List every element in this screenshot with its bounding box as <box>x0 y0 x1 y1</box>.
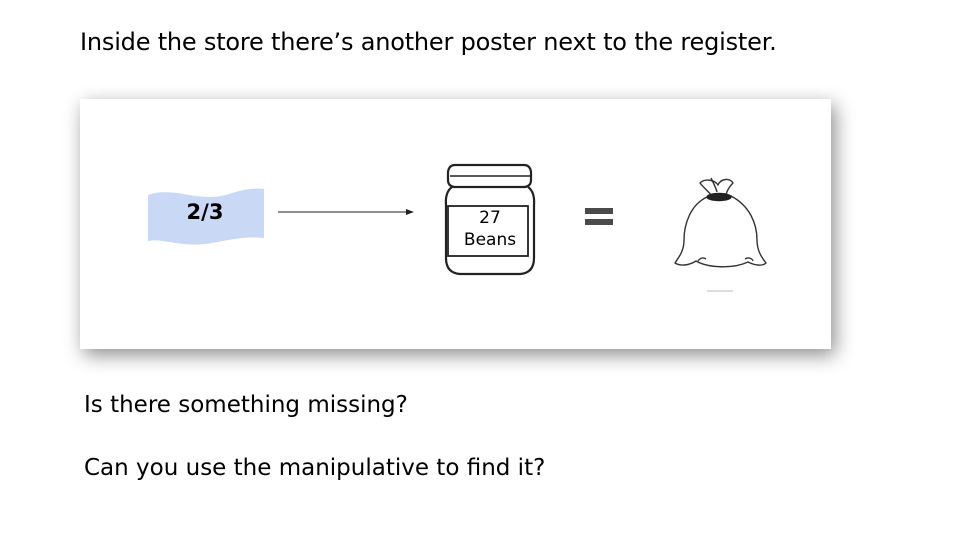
question-manipulative: Can you use the manipulative to find it? <box>84 455 546 481</box>
jar-unit: Beans <box>463 230 517 250</box>
jar-count: 27 <box>479 208 501 228</box>
equals-sign <box>585 208 613 225</box>
jar-icon <box>444 163 536 276</box>
fraction-banner-shape <box>148 188 264 245</box>
question-missing: Is there something missing? <box>84 392 408 418</box>
jar-label: 27 Beans <box>448 207 532 251</box>
arrow-right-icon <box>278 209 414 215</box>
slide-heading: Inside the store there’s another poster … <box>80 28 777 56</box>
sack-icon <box>674 177 767 268</box>
fraction-label: 2/3 <box>186 200 224 224</box>
